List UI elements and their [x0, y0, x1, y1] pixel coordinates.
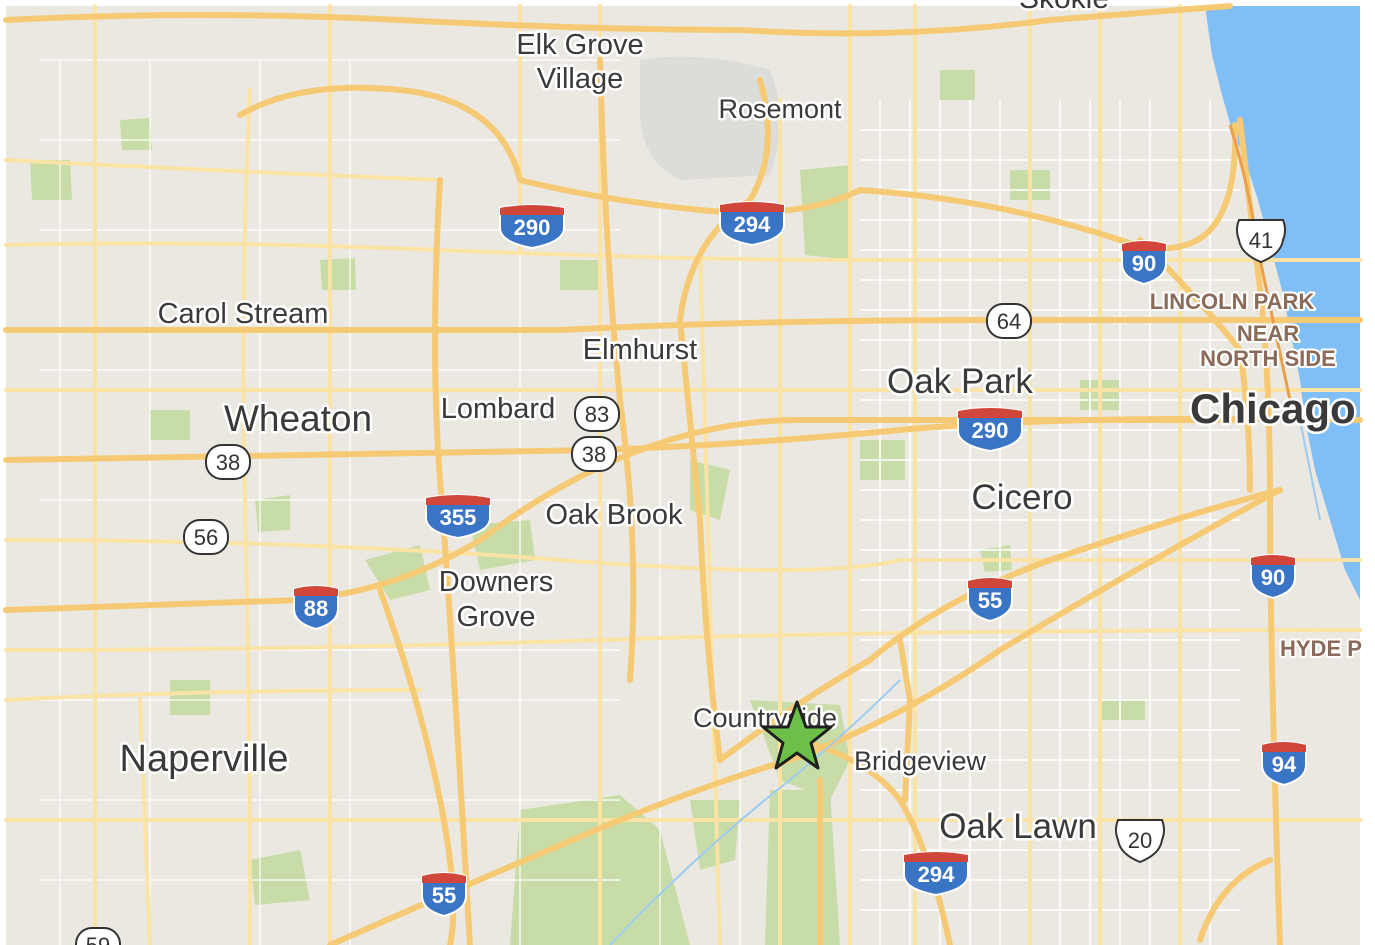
hood-lincoln-park: LINCOLN PARK — [1150, 289, 1315, 314]
interstate-90-shield-icon: 90 — [1121, 240, 1167, 286]
interstate-294-shield-icon: 294 — [719, 201, 785, 247]
place-skokie: Skokie — [1019, 0, 1109, 15]
place-elk-grove-1: Elk Grove — [516, 29, 643, 61]
route-shields: 41 64 83 38 38 56 20 59 — [75, 219, 1286, 945]
route-59-shield-icon: 59 — [75, 927, 121, 945]
interstate-55-shield-icon: 55 — [421, 872, 467, 918]
place-elmhurst: Elmhurst — [583, 334, 697, 366]
route-number: 59 — [86, 933, 110, 945]
route-41-shield-icon: 41 — [1236, 219, 1286, 264]
place-oak-lawn: Oak Lawn — [939, 807, 1097, 846]
place-chicago: Chicago — [1190, 385, 1356, 432]
interstate-number: 290 — [972, 418, 1009, 443]
route-20-shield-icon: 20 — [1115, 819, 1165, 864]
route-number: 38 — [582, 442, 606, 467]
route-83-shield-icon: 83 — [574, 396, 620, 432]
place-downers-2: Grove — [457, 601, 536, 633]
route-56-shield-icon: 56 — [183, 519, 229, 555]
place-labels: Elk Grove Village Rosemont Carol Stream … — [117, 0, 1358, 849]
interstate-90-shield-icon: 90 — [1250, 554, 1296, 600]
interstate-number: 55 — [432, 883, 456, 908]
interstate-88-shield-icon: 88 — [293, 585, 339, 631]
interstate-290-shield-icon: 290 — [499, 204, 565, 250]
place-elk-grove-2: Village — [537, 63, 624, 95]
place-oak-park: Oak Park — [887, 362, 1033, 401]
waterways — [609, 419, 1321, 945]
route-number: 64 — [997, 309, 1021, 334]
interstate-55-shield-icon: 55 — [967, 577, 1013, 623]
hood-near-north-2: NORTH SIDE — [1200, 346, 1336, 371]
interstate-355-shield-icon: 355 — [425, 494, 491, 540]
route-38-shield-icon: 38 — [571, 436, 617, 472]
place-oak-brook: Oak Brook — [546, 499, 683, 531]
minor-roads — [4, 4, 1362, 945]
interstate-number: 290 — [514, 215, 551, 240]
interstate-number: 94 — [1272, 752, 1297, 777]
place-downers-1: Downers — [439, 566, 553, 598]
interstate-number: 355 — [440, 505, 477, 530]
place-lombard: Lombard — [441, 393, 555, 425]
route-number: 41 — [1249, 228, 1273, 253]
interstate-number: 55 — [978, 588, 1002, 613]
place-rosemont: Rosemont — [718, 94, 842, 124]
hood-near-north-1: NEAR — [1237, 321, 1299, 346]
place-naperville: Naperville — [120, 738, 289, 780]
route-64-shield-icon: 64 — [986, 303, 1032, 339]
hood-hyde-park: HYDE P — [1280, 636, 1362, 661]
route-number: 56 — [194, 525, 218, 550]
interstate-number: 90 — [1132, 251, 1156, 276]
interstate-294-shield-icon: 294 — [903, 851, 969, 897]
place-bridgeview: Bridgeview — [854, 746, 987, 776]
neighborhood-labels: LINCOLN PARK NEAR NORTH SIDE HYDE P — [1148, 287, 1364, 663]
star-marker-icon[interactable] — [761, 700, 833, 770]
interstate-94-shield-icon: 94 — [1261, 741, 1307, 787]
interstate-number: 88 — [304, 596, 328, 621]
place-carol-stream: Carol Stream — [158, 298, 329, 330]
interstate-290-shield-icon: 290 — [957, 407, 1023, 453]
route-number: 38 — [216, 450, 240, 475]
interstate-shields: 290 294 90 355 88 55 55 290 90 94 294 — [293, 201, 1307, 918]
route-number: 20 — [1128, 828, 1152, 853]
place-cicero: Cicero — [971, 478, 1072, 517]
place-wheaton: Wheaton — [224, 398, 372, 439]
route-number: 83 — [585, 402, 609, 427]
interstate-number: 294 — [918, 862, 955, 887]
route-38-shield-icon: 38 — [205, 444, 251, 480]
interstate-number: 90 — [1261, 565, 1285, 590]
interstate-number: 294 — [734, 212, 771, 237]
